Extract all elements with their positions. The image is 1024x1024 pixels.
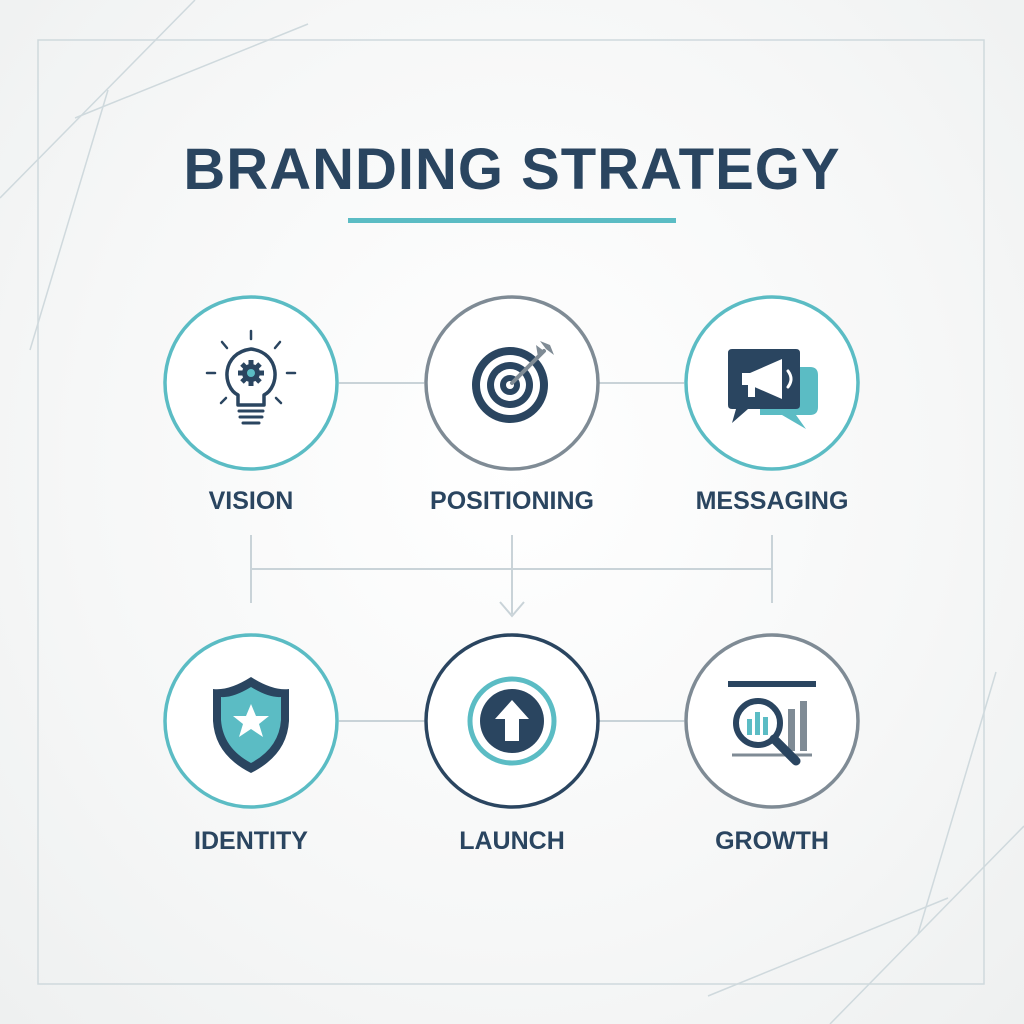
connectors: [250, 382, 773, 722]
label-positioning: POSITIONING: [430, 487, 594, 515]
label-identity: IDENTITY: [194, 827, 308, 855]
chart-magnifier-icon: [728, 681, 816, 766]
up-arrow-icon: [467, 676, 557, 766]
label-messaging: MESSAGING: [695, 487, 849, 515]
lightbulb-gear-icon: [205, 329, 297, 425]
label-vision: VISION: [208, 487, 294, 515]
title-underline: [348, 218, 676, 223]
label-launch: LAUNCH: [459, 827, 565, 855]
shield-star-icon: [213, 677, 289, 773]
target-arrow-icon: [472, 341, 554, 423]
label-growth: GROWTH: [715, 827, 829, 855]
branch-arrowhead: [499, 601, 525, 618]
megaphone-chat-icon: [728, 349, 818, 429]
diagram-title: BRANDING STRATEGY: [183, 137, 841, 202]
